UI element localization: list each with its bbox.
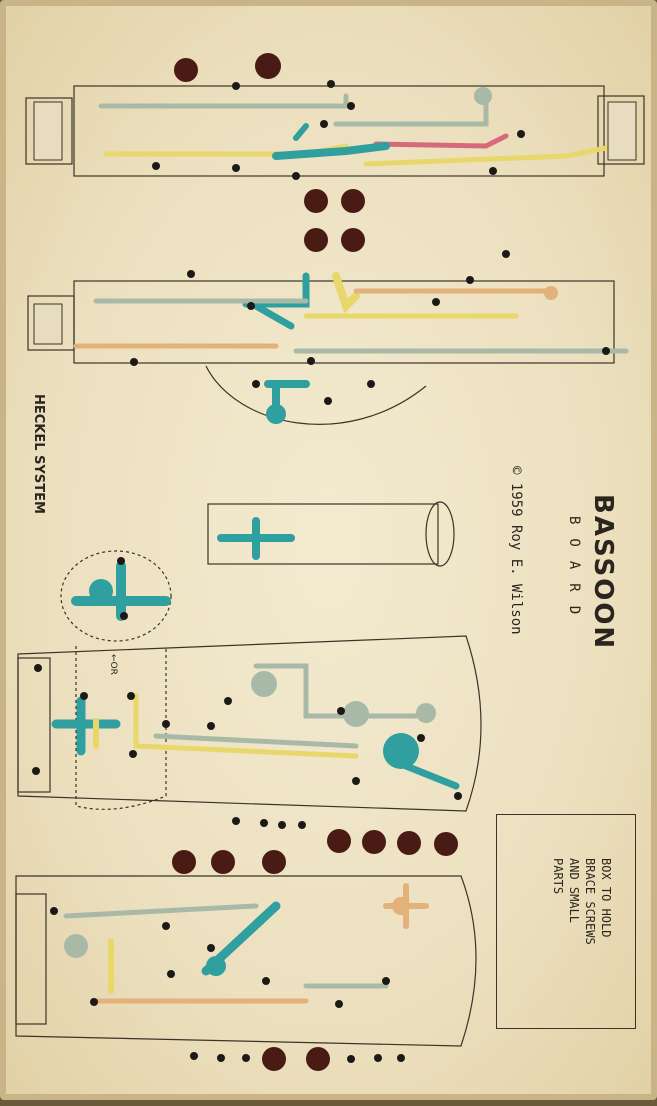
pad-teal-tenor [206, 956, 226, 976]
pad-grey-boot-2 [343, 701, 369, 727]
boot-joint-outline [17, 635, 482, 812]
tone-hole [262, 1047, 286, 1071]
top-joint-outline [73, 85, 605, 177]
tenor-key-grey-1 [63, 903, 259, 919]
pad-orange-wing [544, 286, 558, 300]
small-tube [207, 503, 439, 565]
tenor-joint-cap [15, 893, 47, 1025]
key-pads [64, 87, 625, 976]
pad-grey-tenor [64, 934, 88, 958]
wing-key-teal-2 [252, 302, 295, 330]
board-subtitle: BOARD [566, 516, 582, 629]
top-key-teal [272, 142, 390, 160]
tone-holes [172, 53, 458, 1071]
board-drawing [15, 53, 645, 1071]
tone-hole [262, 850, 286, 874]
tenor-joint-outline [15, 875, 477, 1047]
tone-hole [397, 831, 421, 855]
alternate-key-outline [60, 550, 172, 642]
wing-joint-bulge [205, 365, 427, 425]
copyright-text: © 1959 Roy E. Wilson [508, 466, 524, 635]
boot-key-teal [51, 696, 121, 756]
pad-grey-top [474, 87, 492, 105]
wing-joint-cap [27, 295, 75, 351]
pad-teal-boot [383, 733, 419, 769]
tone-hole [304, 189, 328, 213]
pad-grey-boot-1 [251, 671, 277, 697]
tone-hole [172, 850, 196, 874]
tone-hole [341, 228, 365, 252]
tone-hole [304, 228, 328, 252]
top-key-grey-1 [98, 93, 349, 109]
top-key-pink [373, 133, 509, 149]
top-joint-cap-left [25, 97, 73, 165]
board-title: BASSOON [588, 494, 618, 651]
boot-key-grey-1 [253, 663, 419, 719]
tone-hole [362, 830, 386, 854]
cork-ends [33, 101, 637, 345]
top-key-grey-2 [333, 98, 489, 127]
boot-key-teal-2 [402, 762, 460, 790]
boot-joint-cap [17, 657, 51, 793]
tone-hole [211, 850, 235, 874]
tone-hole [327, 829, 351, 853]
alternate-key-bracket [75, 646, 167, 810]
pad-orange-tenor [392, 897, 410, 915]
wing-key-teal-1 [242, 272, 310, 308]
top-joint-cap-right [597, 95, 645, 165]
or-label: ←OR [108, 654, 118, 675]
screw-holes [32, 80, 610, 1063]
system-label: HECKEL SYSTEM [31, 394, 46, 514]
tone-hole [306, 1047, 330, 1071]
alt-key-teal [71, 561, 171, 621]
tone-hole [434, 832, 458, 856]
top-key-yellow-2 [363, 143, 619, 167]
pad-grey-boot-3 [416, 703, 436, 723]
boot-key-yellow-1 [133, 693, 359, 759]
tone-hole [174, 58, 198, 82]
pad-teal-wing [266, 404, 286, 424]
parts-box-label: BOX TO HOLD BRACE SCREWS AND SMALL PARTS [551, 858, 613, 945]
tube-key-teal [217, 517, 295, 560]
pad-teal-alt [89, 579, 113, 603]
boot-key-grey-2 [153, 733, 359, 749]
small-tube-end [425, 501, 455, 567]
tone-hole [341, 189, 365, 213]
wing-key-yellow-1 [332, 272, 360, 314]
tone-hole [255, 53, 281, 79]
parts-box[interactable] [496, 814, 636, 1029]
top-key-teal-2 [293, 123, 309, 141]
